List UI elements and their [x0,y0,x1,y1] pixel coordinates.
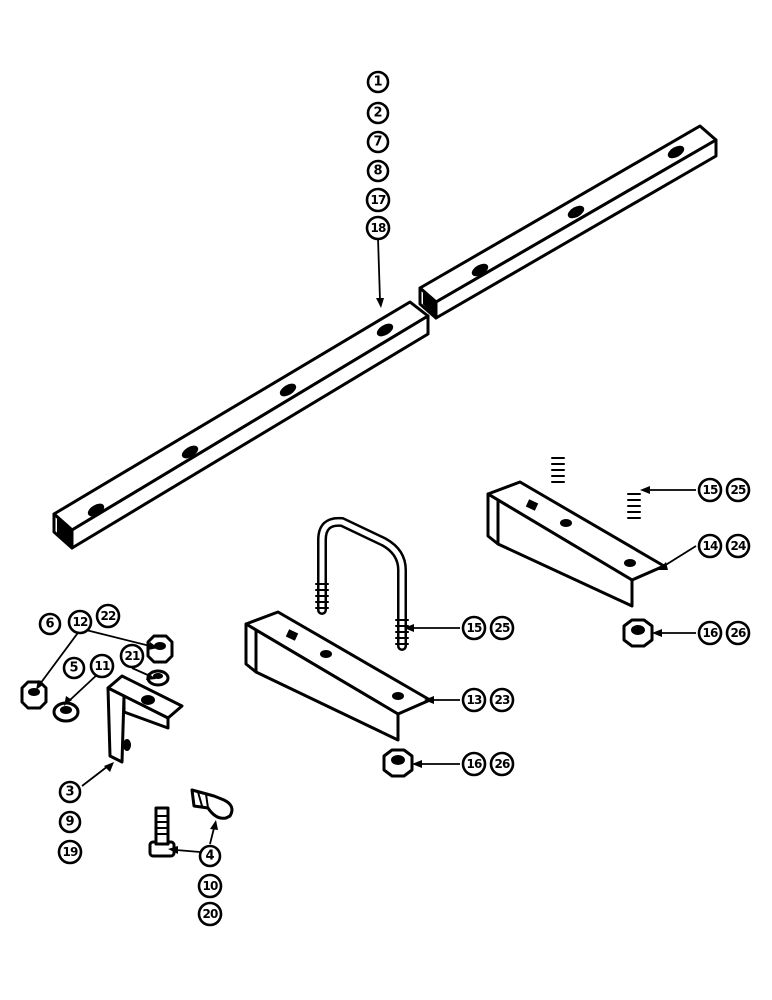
callout-17: 17 [365,187,391,213]
callout-17-label: 17 [370,193,386,207]
u-bolt-middle [315,516,409,651]
callout-2: 2 [366,101,390,125]
callout-1-label: 1 [373,75,382,90]
callout-25-middle: 25 [489,615,515,641]
callout-12: 12 [67,609,93,635]
angle-bar-right-section [418,124,718,320]
callout-1: 1 [366,70,390,94]
callout-13: 13 [461,687,487,713]
hex-nut-small-left [20,680,48,710]
hex-nut-small-right [146,634,174,664]
hex-bolt [148,806,176,858]
callout-14: 14 [697,533,723,559]
u-bolt-upper-threads [551,457,641,519]
callout-8: 8 [366,159,390,183]
u-bolt-middle-threads [315,583,409,645]
callout-2-label: 2 [373,106,382,121]
angle-bar-assembly [52,124,718,550]
callout-26-upper-label: 26 [730,626,746,640]
callout-5-label: 5 [69,661,78,676]
callout-12-label: 12 [72,615,88,629]
callout-20: 20 [197,901,223,927]
callout-4: 4 [198,844,222,868]
callout-9: 9 [58,810,82,834]
leaders [36,237,697,854]
callout-11-label: 11 [94,659,110,673]
callout-25-upper: 25 [725,477,751,503]
callout-18: 18 [365,215,391,241]
hex-nut-upper-right [622,618,654,648]
callout-24-label: 24 [730,539,746,553]
callout-16-upper-label: 16 [702,626,718,640]
callout-6-label: 6 [45,617,54,632]
callout-15-upper: 15 [697,477,723,503]
small-l-bracket [106,674,184,764]
callout-16-middle: 16 [461,751,487,777]
callout-22: 22 [95,603,121,629]
callout-19-label: 19 [62,845,78,859]
callout-10-label: 10 [202,879,218,893]
carriage-bolt [190,788,234,820]
callout-16-upper: 16 [697,620,723,646]
u-bolt-upper [551,391,641,523]
angle-plate-middle [244,610,432,742]
callout-5: 5 [62,656,86,680]
angle-bar-left-section [52,300,430,550]
callout-18-label: 18 [370,221,386,235]
flat-washer-small [52,701,80,723]
callout-21: 21 [119,643,145,669]
callout-23-label: 23 [494,693,510,707]
callout-3-label: 3 [65,785,74,800]
callout-24: 24 [725,533,751,559]
callout-21-label: 21 [124,649,140,663]
callout-26-upper: 26 [725,620,751,646]
callout-10: 10 [197,873,223,899]
callout-9-label: 9 [65,815,74,830]
callout-25-upper-label: 25 [730,483,746,497]
callout-22-label: 22 [100,609,116,623]
callout-7: 7 [366,130,390,154]
callout-8-label: 8 [373,164,382,179]
callout-20-label: 20 [202,907,218,921]
callout-7-label: 7 [373,135,382,150]
callout-15-upper-label: 15 [702,483,718,497]
hex-nut-middle [382,748,414,778]
callout-13-label: 13 [466,693,482,707]
callout-16-middle-label: 16 [466,757,482,771]
callout-4-label: 4 [205,849,214,864]
callout-26-middle-label: 26 [494,757,510,771]
callout-26-middle: 26 [489,751,515,777]
callout-3: 3 [58,780,82,804]
callout-6: 6 [38,612,62,636]
callout-19: 19 [57,839,83,865]
callout-25-middle-label: 25 [494,621,510,635]
callout-23: 23 [489,687,515,713]
callout-15-middle: 15 [461,615,487,641]
callout-11: 11 [89,653,115,679]
callout-14-label: 14 [702,539,718,553]
callout-15-middle-label: 15 [466,621,482,635]
